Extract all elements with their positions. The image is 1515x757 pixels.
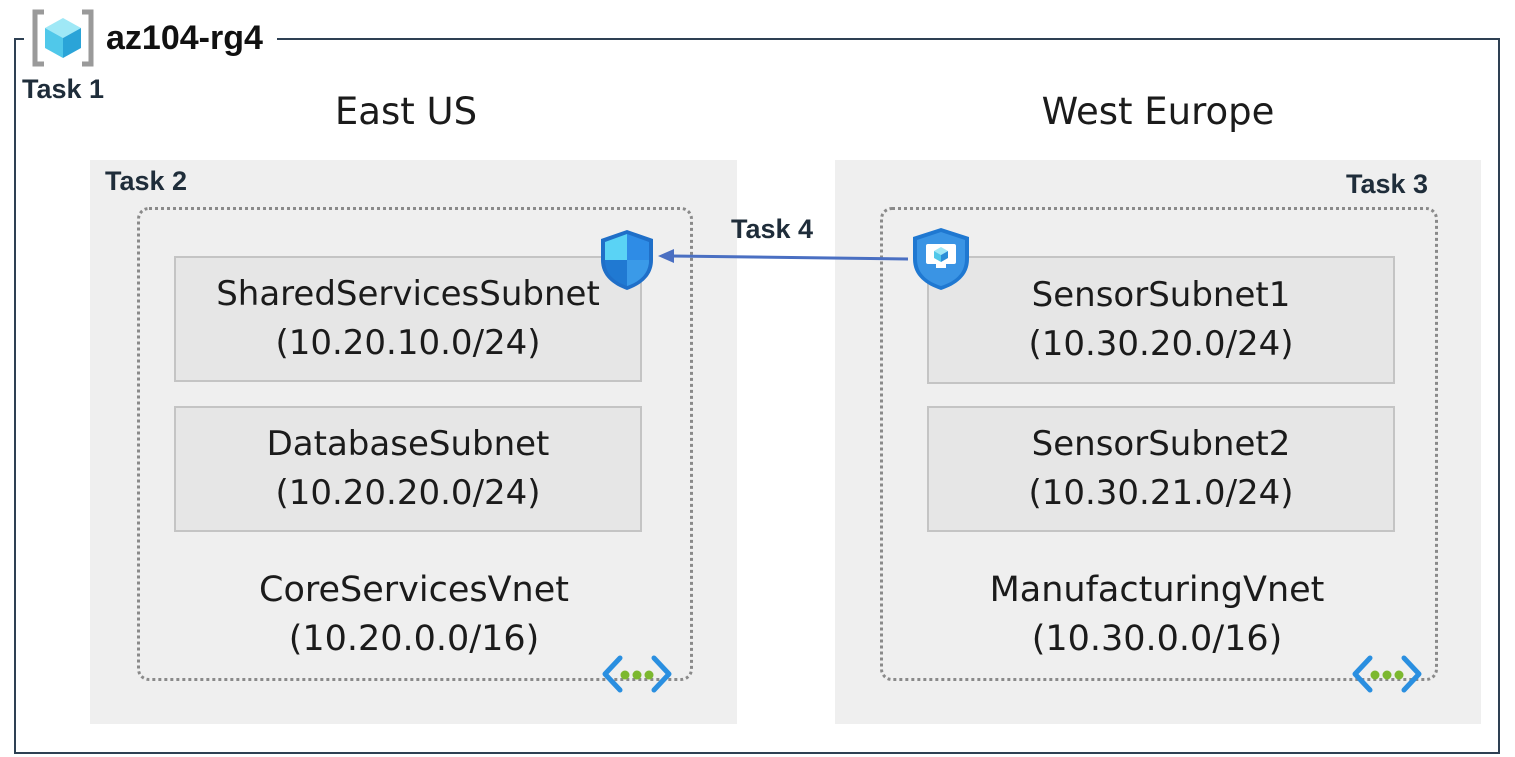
subnet-name: DatabaseSubnet [266, 423, 550, 464]
resource-group-name: az104-rg4 [106, 18, 263, 57]
vnet-cidr: (10.30.0.0/16) [1031, 619, 1283, 659]
task-4-label: Task 4 [731, 214, 814, 244]
virtual-network-icon-west [1352, 655, 1422, 693]
subnet-cidr: (10.20.10.0/24) [275, 323, 541, 363]
resource-group-header: az104-rg4 [24, 6, 277, 70]
subnet-sensor-1: SensorSubnet1 (10.30.20.0/24) [927, 256, 1395, 384]
subnet-name: SharedServicesSubnet [216, 273, 600, 314]
resource-group-icon [32, 9, 94, 67]
subnet-cidr: (10.20.20.0/24) [275, 473, 541, 513]
vnet-box-manufacturing [880, 207, 1438, 681]
peering-arrow [658, 249, 909, 263]
subnet-shared-services: SharedServicesSubnet (10.20.10.0/24) [174, 256, 642, 382]
subnet-name: SensorSubnet2 [1031, 423, 1291, 464]
vnet-box-core-services [137, 207, 693, 681]
subnet-cidr: (10.30.21.0/24) [1028, 473, 1294, 513]
vnet-label-core-services: CoreServicesVnet (10.20.0.0/16) [154, 566, 674, 664]
subnet-name: SensorSubnet1 [1031, 274, 1291, 315]
application-security-group-icon [913, 228, 969, 290]
subnet-cidr: (10.30.20.0/24) [1028, 324, 1294, 364]
subnet-sensor-2: SensorSubnet2 (10.30.21.0/24) [927, 406, 1395, 532]
subnet-database: DatabaseSubnet (10.20.20.0/24) [174, 406, 642, 532]
vnet-cidr: (10.20.0.0/16) [288, 619, 540, 659]
region-name-west: West Europe [1041, 90, 1275, 133]
region-name-east: East US [334, 90, 478, 133]
network-security-group-shield-icon [601, 230, 653, 290]
vnet-name: CoreServicesVnet [259, 570, 569, 610]
resource-group-frame [14, 38, 1500, 754]
task-1-label: Task 1 [22, 74, 105, 104]
vnet-label-manufacturing: ManufacturingVnet (10.30.0.0/16) [897, 566, 1417, 664]
task-3-label: Task 3 [1346, 169, 1429, 199]
task-2-label: Task 2 [105, 166, 188, 196]
vnet-name: ManufacturingVnet [989, 570, 1325, 610]
virtual-network-icon-east [602, 655, 672, 693]
